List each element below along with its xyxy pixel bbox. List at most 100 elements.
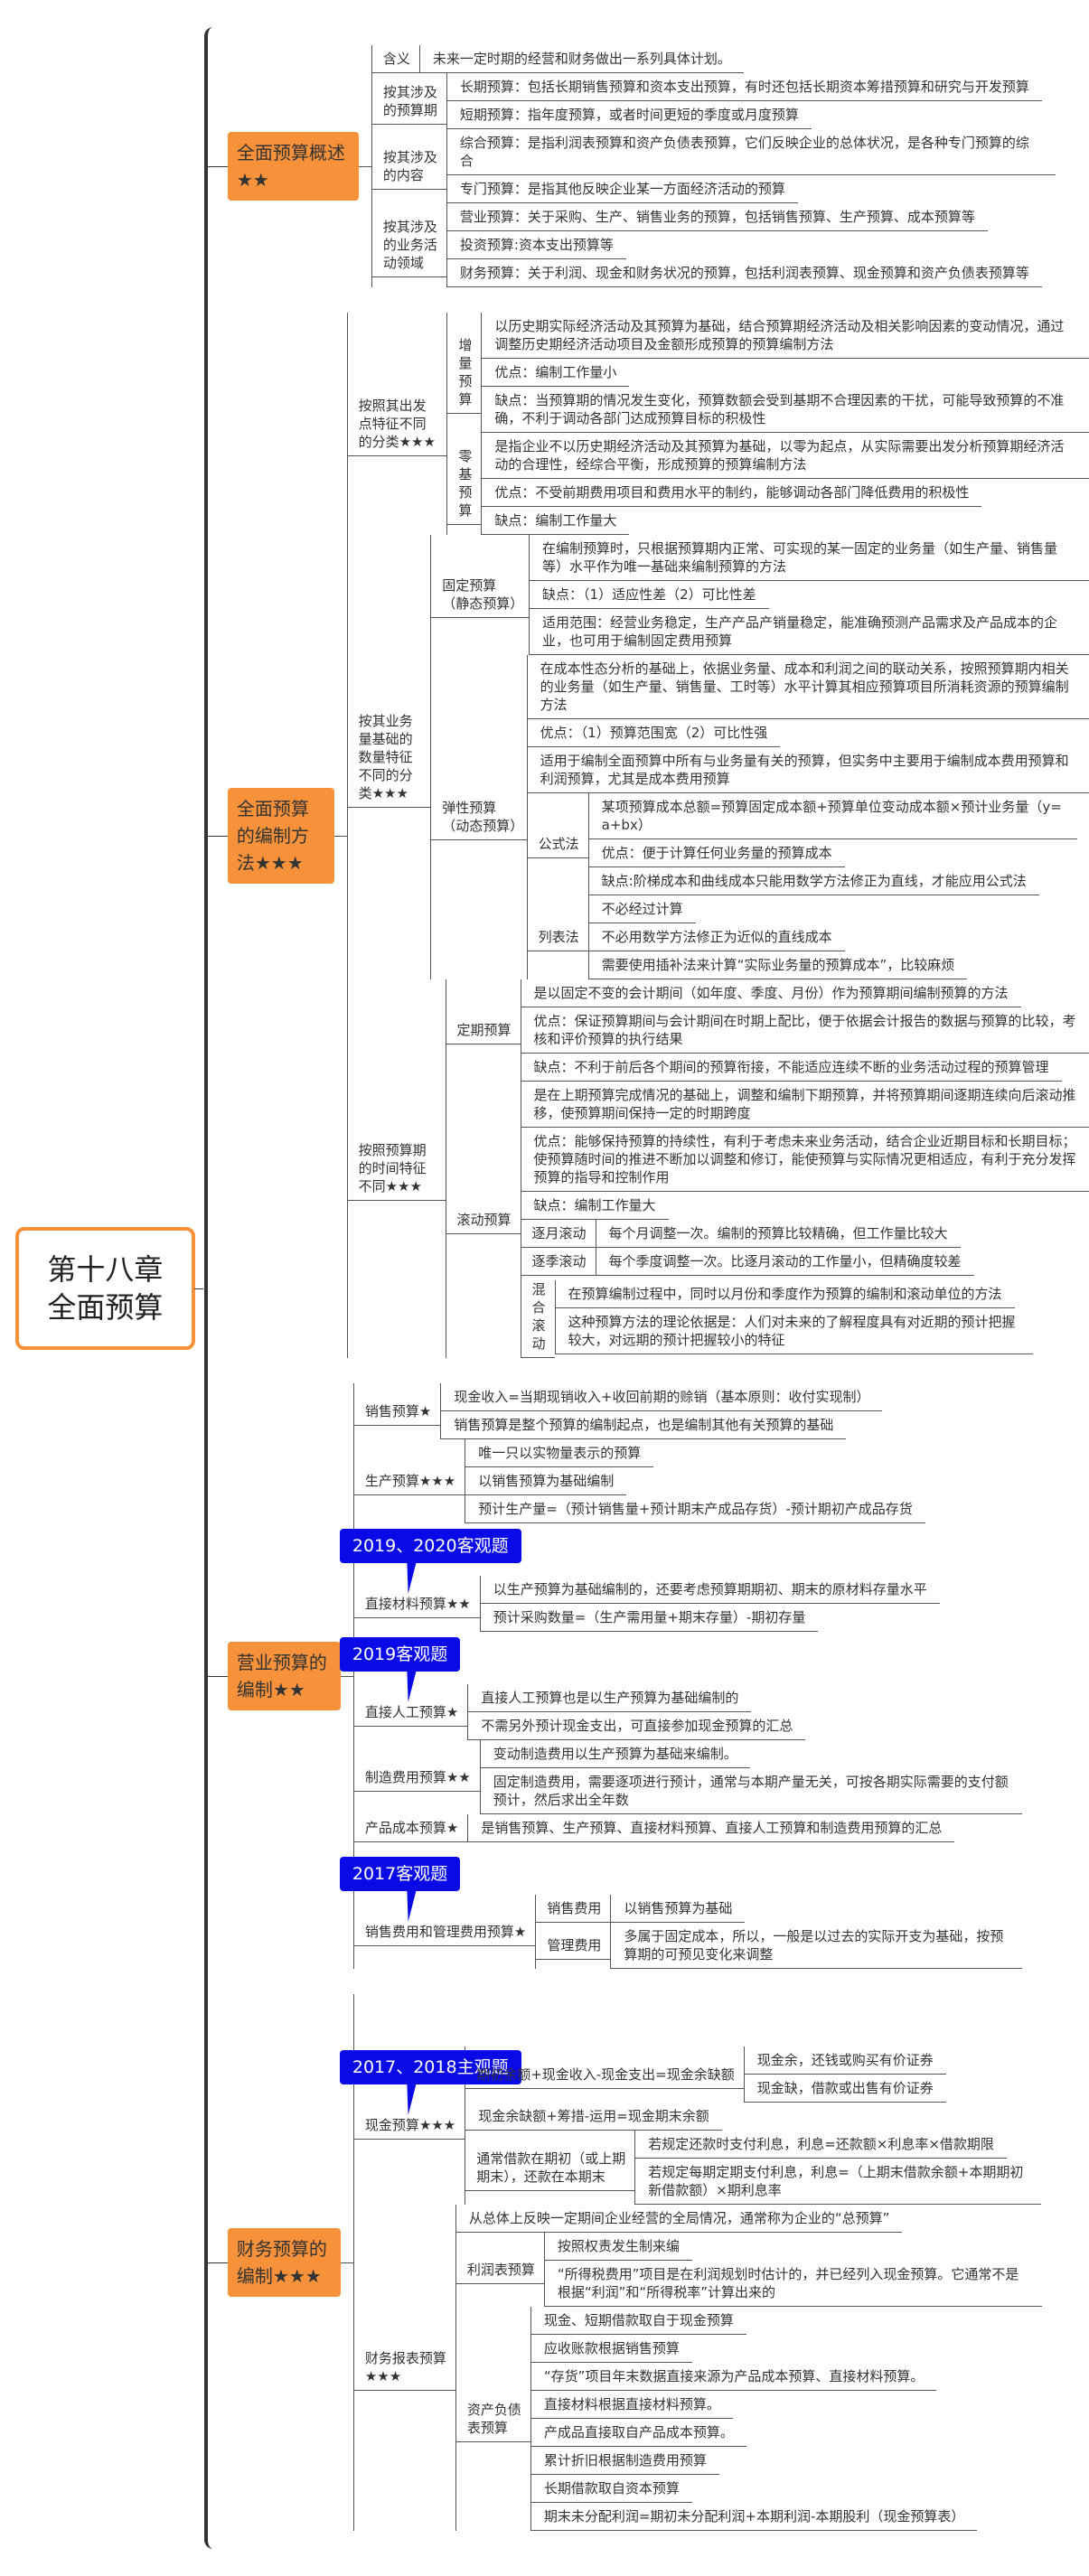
leaf-note: 应收账款根据销售预算 bbox=[530, 2335, 692, 2363]
leaf-note: 直接人工预算也是以生产预算为基础编制的 bbox=[468, 1684, 752, 1712]
branch-label: 按其涉及的预算期 bbox=[382, 83, 437, 118]
leaf-note: 固定制造费用，需要逐项进行预计，通常与本期产量无关，可按各期实际需要的支付额预计… bbox=[480, 1768, 1022, 1814]
leaf-note: 不必用数学方法修正为近似的直线成本 bbox=[588, 923, 845, 951]
leaf-note: 未来一定时期的经营和财务做出一系列具体计划。 bbox=[419, 45, 744, 73]
leaf-note: 长期预算：包括长期销售预算和资本支出预算，有时还包括长期资本筹措预算和研究与开发… bbox=[446, 73, 1042, 101]
leaf-note: 现金余缺额+筹措-运用=现金期末余额 bbox=[465, 2103, 722, 2131]
leaf-note: 期末未分配利润=期初未分配利润+本期利润-本期股利（现金预算表） bbox=[530, 2503, 978, 2531]
leaf-note: 营业预算：关于采购、生产、销售业务的预算，包括销售预算、生产预算、成本预算等 bbox=[446, 203, 988, 231]
branch-label: 销售预算★ bbox=[364, 1402, 432, 1419]
leaf-note: 缺点：编制工作量大 bbox=[521, 1192, 669, 1220]
section-branch: 全面预算概述★★ 含义未来一定时期的经营和财务做出一系列具体计划。按其涉及的预算期… bbox=[207, 45, 1056, 287]
branch-label-box: 含义 bbox=[371, 45, 419, 73]
branch-label-box: 按其涉及的业务活动领域 bbox=[371, 213, 446, 277]
child-branches: 唯一只以实物量表示的预算以销售预算为基础编制预计生产量=（预计销售量+预计期末产… bbox=[465, 1439, 925, 1523]
branch-label-box: 增量预算 bbox=[447, 332, 482, 414]
branch-label: 资产负债表预算 bbox=[466, 2401, 521, 2436]
exam-year-callout: 2019客观题 bbox=[339, 1636, 461, 1672]
branch-label-box: 直接材料预算★★2019、2020客观题 bbox=[339, 1528, 521, 1618]
branch-label: 利润表预算 bbox=[466, 2261, 535, 2278]
branch-label: 产品成本预算★ bbox=[364, 1820, 459, 1836]
child-branches: 直接人工预算也是以生产预算为基础编制的不需另外预计现金支出，可直接参加现金预算的… bbox=[467, 1684, 806, 1740]
section-box: 全面预算概述★★ bbox=[207, 132, 371, 201]
branch-label: 逐季滚动 bbox=[531, 1253, 587, 1269]
section-box: 营业预算的编制★★ bbox=[207, 1642, 353, 1710]
child-branches: 是以固定不变的会计期间（如年度、季度、月份）作为预算期间编制预算的方法优点：保证… bbox=[520, 979, 1089, 1082]
branch-node: 含义未来一定时期的经营和财务做出一系列具体计划。 bbox=[371, 45, 744, 73]
branch-label-box: 定期预算 bbox=[446, 1016, 521, 1044]
leaf-note: 销售预算是整个预算的编制起点，也是编制其他有关预算的基础 bbox=[441, 1411, 847, 1439]
branch-label: 混合滚动 bbox=[531, 1281, 546, 1352]
branch-node: 生产预算★★★ 唯一只以实物量表示的预算以销售预算为基础编制预计生产量=（预计销售… bbox=[353, 1439, 925, 1523]
leaf-note: “所得税费用”项目是在利润规划时估计的，并已经列入现金预算。它通常不是根据“利润… bbox=[544, 2261, 1042, 2307]
branch-node: 现金预算★★★ 2017、2018主观题期初余额+现金收入-现金支出=现金余缺额现… bbox=[339, 2047, 1041, 2205]
exam-year-callout: 2019、2020客观题 bbox=[339, 1528, 521, 1563]
child-branches: 按照权责发生制来编“所得税费用”项目是在利润规划时估计的，并已经列入现金预算。它… bbox=[543, 2233, 1042, 2307]
branch-label: 弹性预算（动态预算） bbox=[442, 800, 524, 834]
branch-label: 列表法 bbox=[538, 929, 579, 945]
leaf-note: 直接材料根据直接材料预算。 bbox=[530, 2391, 733, 2419]
branch-label-box: 公式法 bbox=[527, 830, 588, 858]
leaf-note: 按照权责发生制来编 bbox=[544, 2233, 692, 2261]
child-branches: 某项预算成本总额=预算固定成本额+预算单位变动成本额×预计业务量（y=a+bx）… bbox=[587, 793, 1078, 895]
child-branches: 现金、短期借款取自于现金预算应收账款根据销售预算“存货”项目年末数据直接来源为产… bbox=[530, 2307, 978, 2531]
branch-node: 按照预算期的时间特征不同★★★ 定期预算是以固定不变的会计期间（如年度、季度、月份… bbox=[347, 979, 1089, 1358]
section-branch: 全面预算的编制方法★★★按照其出发点特征不同的分类★★★增量预算以历史期实际经济… bbox=[207, 313, 1089, 1358]
branch-label: 通常借款在期初（或上期期末），还款在本期末 bbox=[476, 2150, 626, 2185]
leaf-note: 不需另外预计现金支出，可直接参加现金预算的汇总 bbox=[468, 1712, 806, 1740]
leaf-note: 现金余，还钱或购买有价证券 bbox=[744, 2047, 946, 2075]
leaf-note: 产成品直接取自产品成本预算。 bbox=[530, 2419, 746, 2447]
child-branches: 每个月调整一次。编制的预算比较精确，但工作量比较大 bbox=[595, 1220, 961, 1248]
branch-node: 期初余额+现金收入-现金支出=现金余缺额现金余，还钱或购买有价证券现金缺，借款或… bbox=[465, 2047, 946, 2103]
branch-label-box: 逐季滚动 bbox=[521, 1248, 596, 1276]
branch-label-box: 利润表预算 bbox=[455, 2256, 544, 2284]
section-branch: 财务预算的编制★★★ 现金预算★★★ 2017、2018主观题期初余额+现金收入-现… bbox=[207, 1994, 1042, 2531]
branch-node: 产品成本预算★ 是销售预算、生产预算、直接材料预算、直接人工预算和制造费用预算的汇… bbox=[353, 1814, 955, 1842]
branch-label-box: 滚动预算 bbox=[446, 1206, 521, 1234]
leaf-note: 在成本性态分析的基础上，依据业务量、成本和利润之间的联动关系，按照预算期内相关的… bbox=[527, 655, 1089, 719]
leaf-note: 长期借款取自资本预算 bbox=[530, 2475, 692, 2503]
section-branch: 营业预算的编制★★ 销售预算★ 现金收入=当期现销收入+收回前期的赊销（基本原则：收… bbox=[207, 1383, 1022, 1969]
section-box: 财务预算的编制★★★ bbox=[207, 2228, 353, 2297]
branch-node: 公式法某项预算成本总额=预算固定成本额+预算单位变动成本额×预计业务量（y=a+… bbox=[527, 793, 1078, 895]
branch-node: 逐月滚动每个月调整一次。编制的预算比较精确，但工作量比较大 bbox=[521, 1220, 961, 1248]
leaf-note: “存货”项目年末数据直接来源为产品成本预算、直接材料预算。 bbox=[530, 2363, 937, 2391]
leaf-note: 每个季度调整一次。比逐月滚动的工作量小，但精确度较差 bbox=[596, 1248, 974, 1276]
leaf-note: 唯一只以实物量表示的预算 bbox=[465, 1439, 654, 1467]
branch-label-box: 管理费用 bbox=[536, 1932, 611, 1960]
leaf-note: 在预算编制过程中，同时以月份和季度作为预算的编制和滚动单位的方法 bbox=[555, 1280, 1015, 1308]
branch-node: 滚动预算是在上期预算完成情况的基础上，调整和编制下期预算，并将预算期间逐期连续向… bbox=[446, 1082, 1089, 1358]
child-branches: 按照其出发点特征不同的分类★★★增量预算以历史期实际经济活动及其预算为基础，结合… bbox=[346, 313, 1089, 1358]
branch-label-box: 按照预算期的时间特征不同★★★ bbox=[347, 1137, 446, 1201]
branch-label-box: 按其涉及的预算期 bbox=[371, 79, 446, 125]
exam-year-callout: 2017、2018主观题 bbox=[339, 2050, 521, 2084]
branch-label: 固定预算（静态预算） bbox=[442, 577, 524, 612]
child-branches: 现金余，还钱或购买有价证券现金缺，借款或出售有价证券 bbox=[743, 2047, 946, 2103]
child-branches: 现金预算★★★ 2017、2018主观题期初余额+现金收入-现金支出=现金余缺额现… bbox=[339, 1994, 1042, 2531]
branch-label: 管理费用 bbox=[547, 1937, 602, 1953]
leaf-note: 这种预算方法的理论依据是：人们对未来的了解程度具有对近期的预计把握较大，对远期的… bbox=[555, 1308, 1033, 1354]
branch-label-box: 按其涉及的内容 bbox=[371, 144, 446, 190]
branch-node: 按其涉及的内容综合预算：是指利润表预算和资产负债表预算，它们反映企业的总体状况，… bbox=[371, 129, 1056, 203]
branch-label: 增量预算 bbox=[458, 337, 473, 407]
child-branches: 固定预算（静态预算）在编制预算时，只根据预算期内正常、可实现的某一固定的业务量（… bbox=[430, 535, 1089, 979]
child-branches: 若规定还款时支付利息，利息=还款额×利息率×借款期限若规定每期定期支付利息，利息… bbox=[634, 2131, 1041, 2205]
leaf-note: 现金收入=当期现销收入+收回前期的赊销（基本原则：收付实现制） bbox=[441, 1383, 883, 1411]
leaf-note: 投资预算:资本支出预算等 bbox=[446, 231, 626, 259]
exam-year-callout: 2017客观题 bbox=[339, 1856, 461, 1891]
branch-label: 生产预算★★★ bbox=[364, 1473, 456, 1489]
leaf-note: 适用范围：经营业务稳定，生产产品产销量稳定，能准确预测产品需求及产品成本的企业，… bbox=[530, 609, 1089, 655]
leaf-note: 预计采购数量=（生产需用量+期末存量）-期初存量 bbox=[480, 1604, 819, 1632]
branch-label-box: 弹性预算（动态预算） bbox=[431, 794, 527, 840]
leaf-note: 是销售预算、生产预算、直接材料预算、直接人工预算和制造费用预算的汇总 bbox=[468, 1814, 955, 1842]
child-branches: 每个季度调整一次。比逐月滚动的工作量小，但精确度较差 bbox=[595, 1248, 974, 1276]
branch-label: 现金预算★★★ bbox=[364, 2117, 456, 2133]
branch-label: 零基预算 bbox=[458, 448, 473, 519]
leaf-note: 优点：不受前期费用项目和费用水平的制约，能够调动各部门降低费用的积极性 bbox=[482, 479, 982, 507]
branch-label-box: 销售费用和管理费用预算★2017客观题 bbox=[339, 1856, 536, 1946]
branch-node: 直接材料预算★★2019、2020客观题以生产预算为基础编制的，还要考虑预算期期… bbox=[339, 1528, 940, 1632]
child-branches: 未来一定时期的经营和财务做出一系列具体计划。 bbox=[418, 45, 744, 73]
branch-label: 逐月滚动 bbox=[531, 1225, 587, 1241]
branch-label: 制造费用预算★★ bbox=[364, 1768, 471, 1785]
child-branches: 以生产预算为基础编制的，还要考虑预算期期初、期末的原材料存量水平预计采购数量=（… bbox=[479, 1576, 940, 1632]
